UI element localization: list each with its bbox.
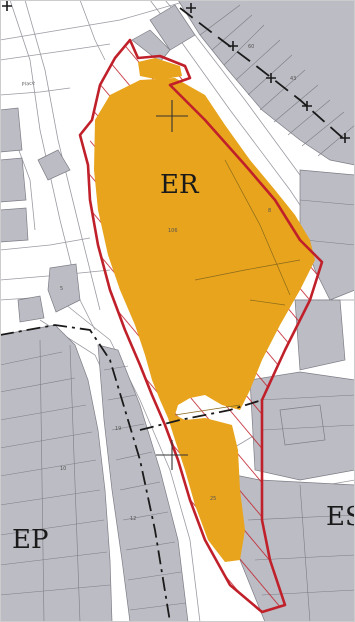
zoning-boundaries — [0, 324, 263, 622]
street-label-place: Place — [21, 80, 35, 88]
lot-number: 60 — [248, 44, 254, 50]
crosshair-icon-south — [156, 440, 188, 470]
building-blocks-west — [0, 107, 189, 622]
site-boundary-outline — [78, 38, 324, 614]
parcel-lines-east — [199, 4, 355, 622]
lot-number: 8 — [268, 208, 271, 214]
zone-label-ep: EP — [12, 525, 48, 555]
lot-number: 43 — [290, 76, 296, 82]
plus-markers — [2, 1, 350, 143]
lot-number: 25 — [210, 496, 216, 502]
site-internal-lines — [174, 159, 301, 416]
plus-dash-boundary — [179, 7, 346, 141]
lot-number: 5 — [60, 286, 63, 292]
zone-label-er: ER — [160, 170, 200, 200]
site-fill-top-lot — [138, 58, 182, 80]
zone-label-es: ES — [326, 502, 355, 532]
lot-number: 10 — [60, 466, 66, 472]
lot-number: 12 — [130, 516, 136, 522]
lot-number: 19 — [115, 426, 121, 432]
lot-numbers: 106 8 25 60 43 19 5 12 10 — [60, 44, 296, 522]
crosshair-icon — [156, 100, 188, 132]
site-fill-area — [94, 78, 315, 562]
lot-number: 106 — [168, 228, 178, 234]
parcel-lines-west — [0, 339, 187, 622]
